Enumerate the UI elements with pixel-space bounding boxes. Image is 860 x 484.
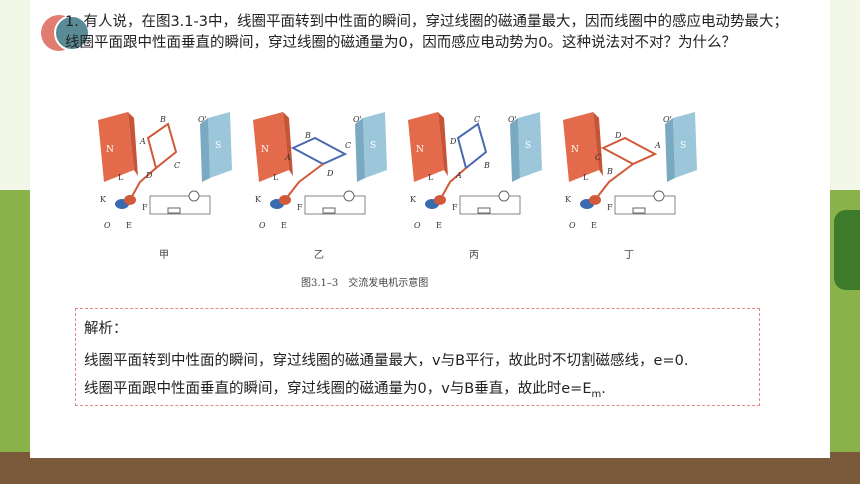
answer-box: 解析： 线圈平面转到中性面的瞬间，穿过线圈的磁通量最大，v与B平行，故此时不切割… bbox=[75, 308, 760, 406]
coil-letter-c: C bbox=[345, 141, 351, 150]
panel-label: 乙 bbox=[314, 250, 324, 261]
coil-letter-d: D bbox=[326, 169, 334, 178]
brush-e-label: E bbox=[591, 221, 597, 230]
coil-letter-a: A bbox=[284, 153, 291, 162]
ring-label: L bbox=[583, 173, 589, 182]
brush-k-label: K bbox=[100, 195, 107, 204]
magnet-s-label: S bbox=[215, 141, 221, 151]
panel-label: 丙 bbox=[469, 250, 479, 261]
answer-title: 解析： bbox=[84, 321, 128, 337]
ring-label: L bbox=[273, 173, 279, 182]
generator-diagram-2: N S B A C D O' L K F O E bbox=[253, 112, 387, 230]
brush-f-label: F bbox=[297, 203, 303, 212]
coil-letter-b: B bbox=[304, 131, 311, 140]
brush-f-label: F bbox=[452, 203, 458, 212]
ring-label: L bbox=[428, 173, 434, 182]
magnet-n-label: N bbox=[106, 145, 114, 155]
figure-panel-2: N S B A C D O' L K F O E 乙 bbox=[245, 108, 393, 261]
brush-f-label: F bbox=[142, 203, 148, 212]
ring-label: L bbox=[118, 173, 124, 182]
axis-label-bottom: O bbox=[569, 221, 576, 230]
generator-diagram-1: N S B A C D O' L K F O E bbox=[98, 112, 232, 230]
background-grass-left bbox=[0, 190, 30, 484]
coil-letter-d: B bbox=[606, 167, 613, 176]
generator-diagram-4: N S D C A B O' L K F O E bbox=[563, 112, 697, 230]
answer-line-2-subscript: m bbox=[591, 388, 602, 400]
background-tree bbox=[834, 210, 860, 290]
brush-k-label: K bbox=[565, 195, 572, 204]
figure-panel-4: N S D C A B O' L K F O E 丁 bbox=[555, 108, 703, 261]
axis-label-top: O' bbox=[353, 115, 362, 124]
magnet-n-label: N bbox=[571, 145, 579, 155]
figure-panel-1: N S B A C D O' L K F O E 甲 bbox=[90, 108, 238, 261]
brush-e-label: E bbox=[436, 221, 442, 230]
magnet-n-label: N bbox=[416, 145, 424, 155]
coil-letter-c: C bbox=[174, 161, 180, 170]
axis-label-top: O' bbox=[508, 115, 517, 124]
coil-letter-a: A bbox=[654, 141, 661, 150]
coil-letter-a: D bbox=[449, 137, 457, 146]
magnet-s-label: S bbox=[525, 141, 531, 151]
axis-label-bottom: O bbox=[104, 221, 111, 230]
brush-f-label: F bbox=[607, 203, 613, 212]
panel-label: 甲 bbox=[159, 250, 169, 261]
coil-letter-b: D bbox=[614, 131, 622, 140]
figure-caption: 图3.1–3 交流发电机示意图 bbox=[301, 278, 429, 289]
coil-letter-b: B bbox=[159, 115, 166, 124]
answer-line-2-text: 线圈平面跟中性面垂直的瞬间，穿过线圈的磁通量为0，v与B垂直，故此时e=E bbox=[84, 381, 592, 397]
coil-letter-a: A bbox=[139, 137, 146, 146]
brush-k-label: K bbox=[255, 195, 262, 204]
axis-label-bottom: O bbox=[414, 221, 421, 230]
brush-k-label: K bbox=[410, 195, 417, 204]
magnet-n-label: N bbox=[261, 145, 269, 155]
magnet-s-label: S bbox=[680, 141, 686, 151]
coil-letter-b: C bbox=[474, 115, 480, 124]
brush-e-label: E bbox=[126, 221, 132, 230]
coil-letter-c: C bbox=[595, 153, 601, 162]
generator-figure: N S B A C D O' L K F O E 甲 bbox=[90, 108, 710, 290]
coil-letter-d: D bbox=[145, 171, 153, 180]
magnet-s-label: S bbox=[370, 141, 376, 151]
brush-e-label: E bbox=[281, 221, 287, 230]
decor-circle-teal bbox=[54, 15, 90, 51]
coil-letter-c: B bbox=[483, 161, 490, 170]
answer-line-2-suffix: . bbox=[601, 381, 606, 397]
slide-card: 1. 有人说，在图3.1-3中，线圈平面转到中性面的瞬间，穿过线圈的磁通量最大，… bbox=[30, 0, 830, 458]
generator-diagram-3: N S C D B A O' L K F O E bbox=[408, 112, 542, 230]
answer-line-1: 线圈平面转到中性面的瞬间，穿过线圈的磁通量最大，v与B平行，故此时不切割磁感线，… bbox=[84, 353, 689, 369]
axis-label-bottom: O bbox=[259, 221, 266, 230]
question-text: 1. 有人说，在图3.1-3中，线圈平面转到中性面的瞬间，穿过线圈的磁通量最大，… bbox=[65, 14, 788, 51]
axis-label-top: O' bbox=[663, 115, 672, 124]
answer-line-2: 线圈平面跟中性面垂直的瞬间，穿过线圈的磁通量为0，v与B垂直，故此时e=Em. bbox=[84, 377, 606, 400]
axis-label-top: O' bbox=[198, 115, 207, 124]
figure-panel-3: N S C D B A O' L K F O E 丙 bbox=[400, 108, 548, 261]
panel-label: 丁 bbox=[624, 250, 634, 261]
coil-letter-d: A bbox=[455, 171, 462, 180]
